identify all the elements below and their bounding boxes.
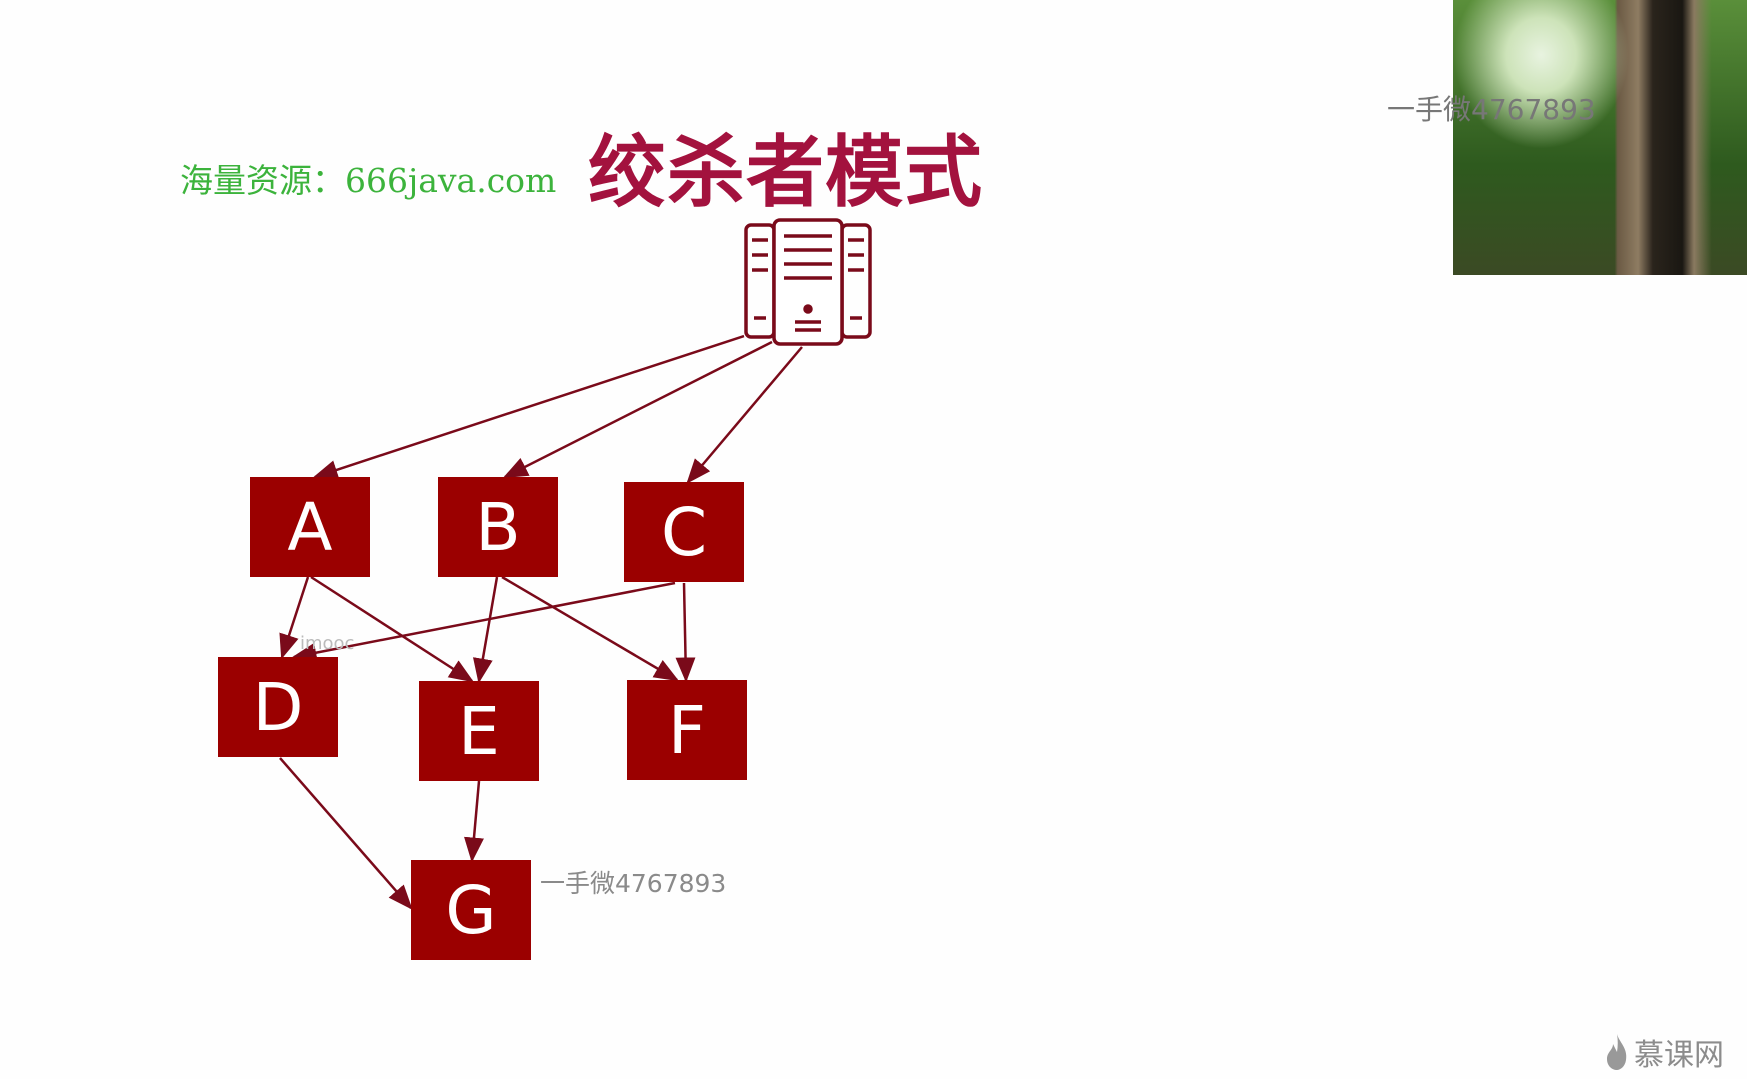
node-d: D	[218, 657, 338, 757]
edge-c-f	[675, 582, 696, 683]
edge-server-b	[502, 340, 773, 479]
watermark-top: 一手微4767893	[1387, 93, 1596, 126]
edge-e-g	[464, 780, 484, 863]
node-f: F	[627, 680, 747, 780]
edge-server-a	[312, 334, 745, 480]
edge-a-e	[310, 575, 475, 683]
imooc-logo: 慕课网	[1604, 1030, 1724, 1074]
page-title: 绞杀者模式	[588, 128, 984, 218]
edge-a-d	[279, 576, 310, 660]
watermark-contact: 一手微4767893	[540, 869, 727, 898]
source-watermark: 海量资源：666java.com	[180, 161, 557, 200]
watermark-imooc: imooc	[300, 633, 355, 654]
node-e: E	[419, 681, 539, 781]
flame-icon	[1607, 1034, 1627, 1070]
server-icon	[744, 218, 872, 346]
node-c: C	[624, 482, 744, 582]
logo-text: 慕课网	[1634, 1038, 1724, 1073]
forest-tree-photo	[1453, 0, 1747, 275]
edge-c-d	[291, 581, 676, 663]
edge-b-f	[501, 575, 680, 682]
edge-b-e	[472, 576, 499, 684]
node-b: B	[438, 477, 558, 577]
edge-server-c	[686, 346, 803, 484]
node-g: G	[411, 860, 531, 960]
edge-d-g	[279, 757, 413, 910]
node-a: A	[250, 477, 370, 577]
